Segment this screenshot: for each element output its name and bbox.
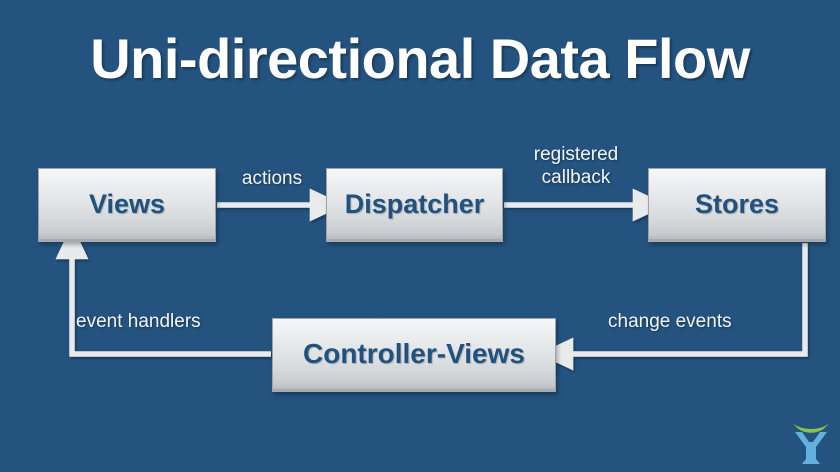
node-views[interactable]: Views xyxy=(38,168,216,242)
edge-stores-to-controller-views xyxy=(538,243,808,371)
edge-label-registered-callback: registered callback xyxy=(533,144,619,188)
node-dispatcher[interactable]: Dispatcher xyxy=(326,168,503,242)
edge-label-actions: actions xyxy=(241,168,303,189)
person-with-green-arc-logo xyxy=(793,423,829,464)
edge-label-change-events: change events xyxy=(608,311,732,332)
logo-figure-icon xyxy=(795,432,827,464)
page-title: Uni-directional Data Flow xyxy=(90,27,750,90)
edge-controller-views-to-views xyxy=(55,224,271,357)
node-views-label: Views xyxy=(88,188,166,219)
node-stores[interactable]: Stores xyxy=(648,168,826,242)
node-controller-views-label: Controller-Views xyxy=(303,338,525,369)
edge-label-event-handlers: event handlers xyxy=(76,311,201,332)
node-controller-views[interactable]: Controller-Views xyxy=(272,318,556,392)
node-dispatcher-label: Dispatcher xyxy=(344,188,485,219)
node-stores-label: Stores xyxy=(694,188,780,219)
logo-arc-icon xyxy=(793,423,829,433)
